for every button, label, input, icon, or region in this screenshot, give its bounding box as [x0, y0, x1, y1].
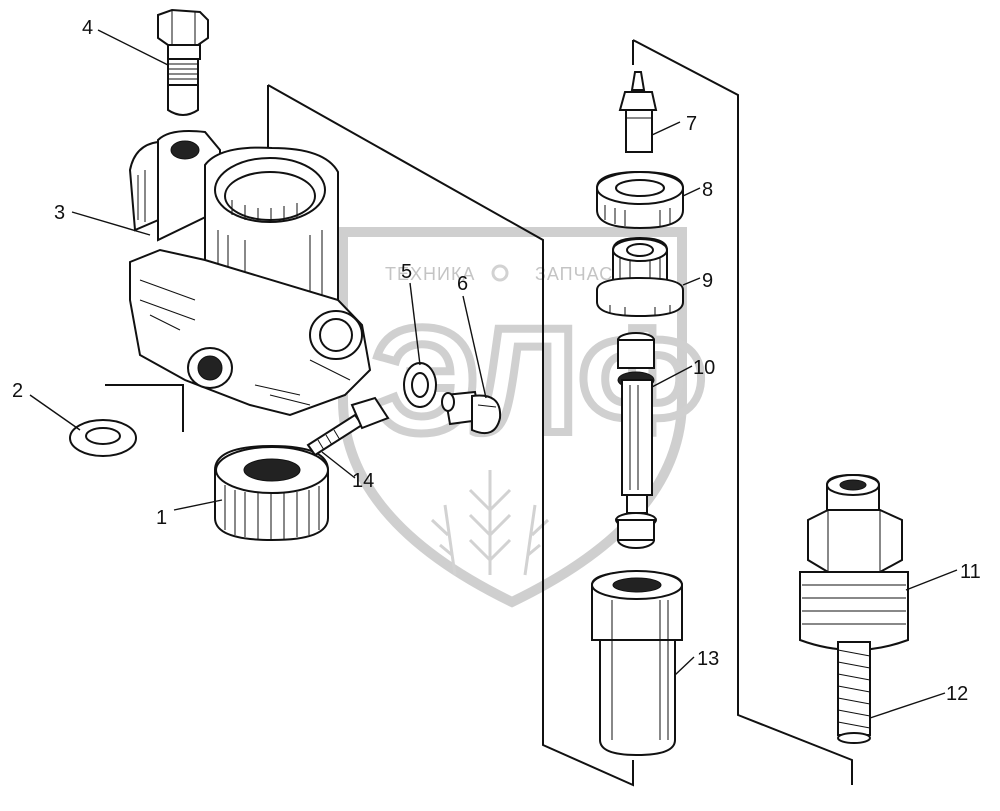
part-9-seat: [596, 236, 684, 318]
callout-1: 1: [156, 507, 167, 529]
callout-2: 2: [12, 380, 23, 402]
part-3-housing: [128, 130, 372, 417]
part-1-gear: [214, 444, 329, 542]
callout-14: 14: [352, 470, 374, 492]
part-7-needle: [618, 71, 658, 153]
part-10-plunger: [615, 332, 657, 549]
gear-icon: [491, 264, 509, 282]
callout-13: 13: [697, 648, 719, 670]
callout-4: 4: [82, 17, 93, 39]
part-6-screw: [441, 390, 502, 434]
part-13-sleeve: [591, 570, 683, 757]
part-12-spring: [837, 641, 871, 744]
callout-12: 12: [946, 683, 968, 705]
callout-9: 9: [702, 270, 713, 292]
watermark-shield: [338, 227, 687, 608]
part-8-ring: [596, 170, 684, 230]
assembly-bracket-right: [632, 39, 853, 785]
callout-8: 8: [702, 179, 713, 201]
leader-lines: [29, 29, 958, 719]
part-2-washer: [69, 419, 137, 457]
callout-10: 10: [693, 357, 715, 379]
callout-labels: 1 2 3 4 5 6 7 8 9 10 11 12 13 14: [12, 17, 981, 705]
watermark-brand-right: ЗАПЧАСТИ: [535, 264, 639, 284]
part-4-bolt: [157, 8, 209, 116]
gear-bracket: [105, 384, 184, 432]
assembly-bracket-left: [267, 84, 634, 787]
callout-5: 5: [401, 261, 412, 283]
callout-11: 11: [960, 561, 981, 583]
part-5-washer: [403, 362, 437, 408]
wheat-icon: [430, 470, 550, 576]
callout-7: 7: [686, 113, 697, 135]
part-14-stud: [306, 396, 390, 457]
callout-6: 6: [457, 273, 468, 295]
callout-3: 3: [54, 202, 65, 224]
watermark-brand-left: ТЕХНИКА: [385, 264, 475, 284]
part-11-fitting: [799, 473, 909, 651]
